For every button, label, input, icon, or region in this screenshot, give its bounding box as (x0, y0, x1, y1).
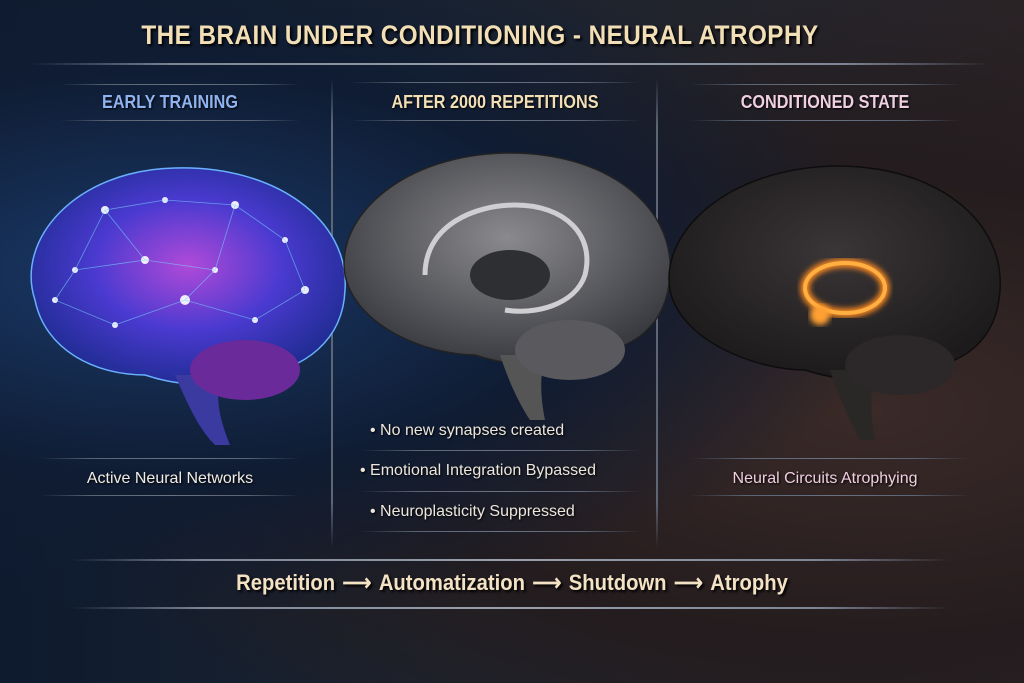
bullet-text: No new synapses created (380, 422, 565, 439)
bullet-text: Emotional Integration Bypassed (370, 462, 596, 479)
arrow-right-icon: ⟶ (673, 570, 703, 595)
flow-step-automatization: Automatization (378, 570, 525, 595)
dark-brain-illustration (668, 165, 1001, 440)
caption-rule (690, 458, 970, 459)
heading-conditioned-state: CONDITIONED STATE (740, 92, 910, 112)
flow-step-atrophy: Atrophy (710, 570, 788, 595)
caption-rule (690, 495, 970, 496)
flow-bottom-rule (70, 607, 950, 609)
bullet-rule (360, 531, 640, 532)
bullet-rule (360, 450, 640, 451)
page-title: THE BRAIN UNDER CONDITIONING - NEURAL AT… (141, 20, 819, 50)
glowing-brain-illustration (30, 167, 346, 445)
title-divider (30, 63, 990, 65)
heading-rule (60, 84, 300, 85)
flow-step-shutdown: Shutdown (568, 570, 667, 595)
heading-rule (350, 120, 640, 121)
bullet-rule (360, 491, 640, 492)
flow-step-repetition: Repetition (236, 570, 336, 595)
heading-rule (690, 120, 960, 121)
caption-rule (40, 495, 300, 496)
process-flow: Repetition⟶Automatization⟶Shutdown⟶Atrop… (41, 570, 983, 596)
heading-rule (350, 82, 640, 83)
bullet-emotional-integration: • Emotional Integration Bypassed (360, 462, 596, 479)
bullet-neuroplasticity: • Neuroplasticity Suppressed (370, 503, 575, 520)
flow-top-rule (70, 559, 950, 561)
heading-early-training: EARLY TRAINING (102, 92, 238, 112)
gray-brain-illustration (343, 152, 671, 420)
heading-rule (60, 120, 300, 121)
caption-rule (40, 458, 300, 459)
arrow-right-icon: ⟶ (342, 570, 372, 595)
heading-after-2000-repetitions: AFTER 2000 REPETITIONS (391, 92, 599, 112)
caption-active-neural-networks: Active Neural Networks (86, 470, 254, 487)
arrow-right-icon: ⟶ (532, 570, 562, 595)
heading-rule (690, 84, 960, 85)
bullet-text: Neuroplasticity Suppressed (380, 503, 575, 520)
caption-neural-circuits-atrophying: Neural Circuits Atrophying (732, 470, 918, 487)
bullet-no-new-synapses: • No new synapses created (370, 422, 565, 439)
